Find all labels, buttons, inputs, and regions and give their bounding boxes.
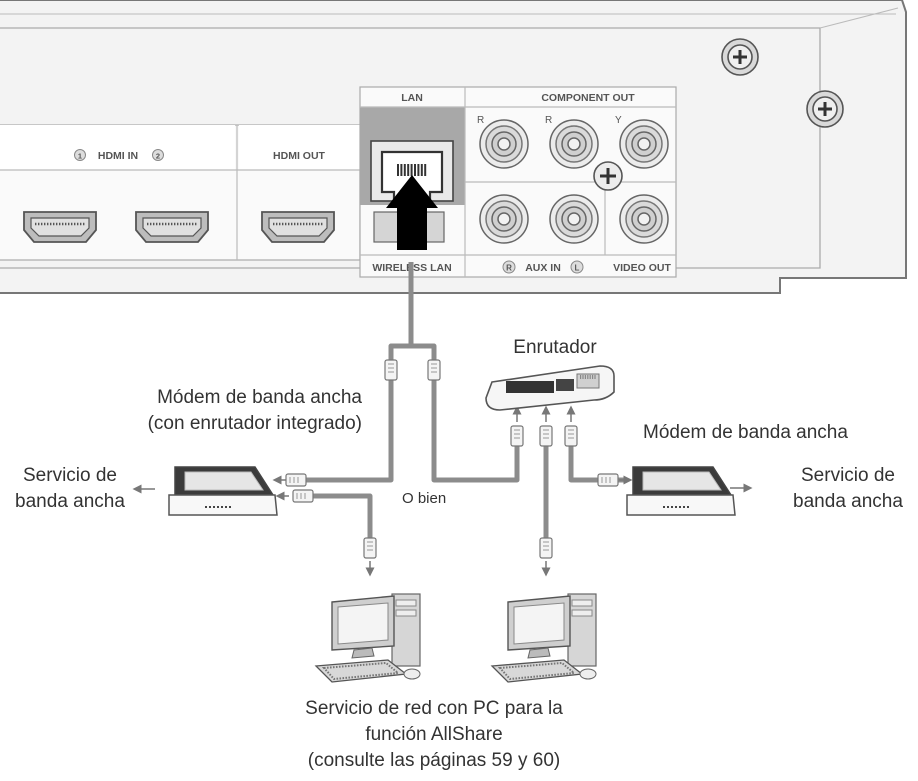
plus-icon bbox=[593, 161, 623, 191]
hdmi-in-port-1 bbox=[22, 210, 98, 244]
component-r-label: R bbox=[477, 115, 484, 126]
hdmi-in-port-2 bbox=[134, 210, 210, 244]
video-out-label: VIDEO OUT bbox=[613, 262, 671, 274]
pc-label-line3: (consulte las páginas 59 y 60) bbox=[307, 750, 561, 771]
modem-router-label-line2: (con enrutador integrado) bbox=[147, 413, 362, 434]
modem-right-icon bbox=[626, 466, 736, 516]
router-icon bbox=[485, 365, 615, 411]
aux-in-jack-r bbox=[479, 194, 529, 244]
connect-arrow-icon bbox=[386, 175, 438, 250]
lan-label: LAN bbox=[401, 92, 423, 104]
service-left-label-line2: banda ancha bbox=[15, 491, 125, 512]
pc-right-icon bbox=[491, 593, 597, 683]
screw-icon bbox=[721, 38, 759, 76]
component-y-label: Y bbox=[615, 115, 622, 126]
device-rear-panel: 1 HDMI IN 2 HDMI OUT LAN WIRELESS LAN CO… bbox=[0, 0, 907, 294]
component-out-jack-1 bbox=[479, 119, 529, 169]
modem-right-label: Módem de banda ancha bbox=[643, 422, 848, 443]
hdmi-in-num-1: 1 bbox=[78, 152, 82, 161]
component-out-jack-3 bbox=[619, 119, 669, 169]
video-out-jack bbox=[619, 194, 669, 244]
or-label: O bien bbox=[402, 490, 447, 507]
router-label: Enrutador bbox=[513, 337, 597, 358]
service-right-label-line2: banda ancha bbox=[793, 491, 903, 512]
pc-label-line2: función AllShare bbox=[365, 724, 503, 745]
aux-r-label: R bbox=[506, 264, 512, 273]
hdmi-in-label: HDMI IN bbox=[98, 150, 138, 162]
screw-icon bbox=[806, 90, 844, 128]
pc-left-icon bbox=[315, 593, 421, 683]
pc-label-line1: Servicio de red con PC para la bbox=[305, 698, 563, 719]
hdmi-in-num-2: 2 bbox=[156, 152, 160, 161]
network-cables bbox=[300, 262, 625, 545]
modem-router-icon bbox=[168, 466, 278, 516]
hdmi-out-label: HDMI OUT bbox=[273, 150, 325, 162]
aux-in-label: AUX IN bbox=[525, 262, 561, 274]
service-right-label-line1: Servicio de bbox=[801, 465, 895, 486]
hdmi-out-port bbox=[260, 210, 336, 244]
aux-l-label: L bbox=[575, 264, 580, 273]
service-left-label-line1: Servicio de bbox=[23, 465, 117, 486]
modem-router-label-line1: Módem de banda ancha bbox=[157, 387, 362, 408]
component-out-label: COMPONENT OUT bbox=[541, 92, 635, 104]
component-r2-label: R bbox=[545, 115, 552, 126]
component-out-jack-2 bbox=[549, 119, 599, 169]
aux-in-jack-l bbox=[549, 194, 599, 244]
direction-arrows bbox=[132, 405, 753, 577]
